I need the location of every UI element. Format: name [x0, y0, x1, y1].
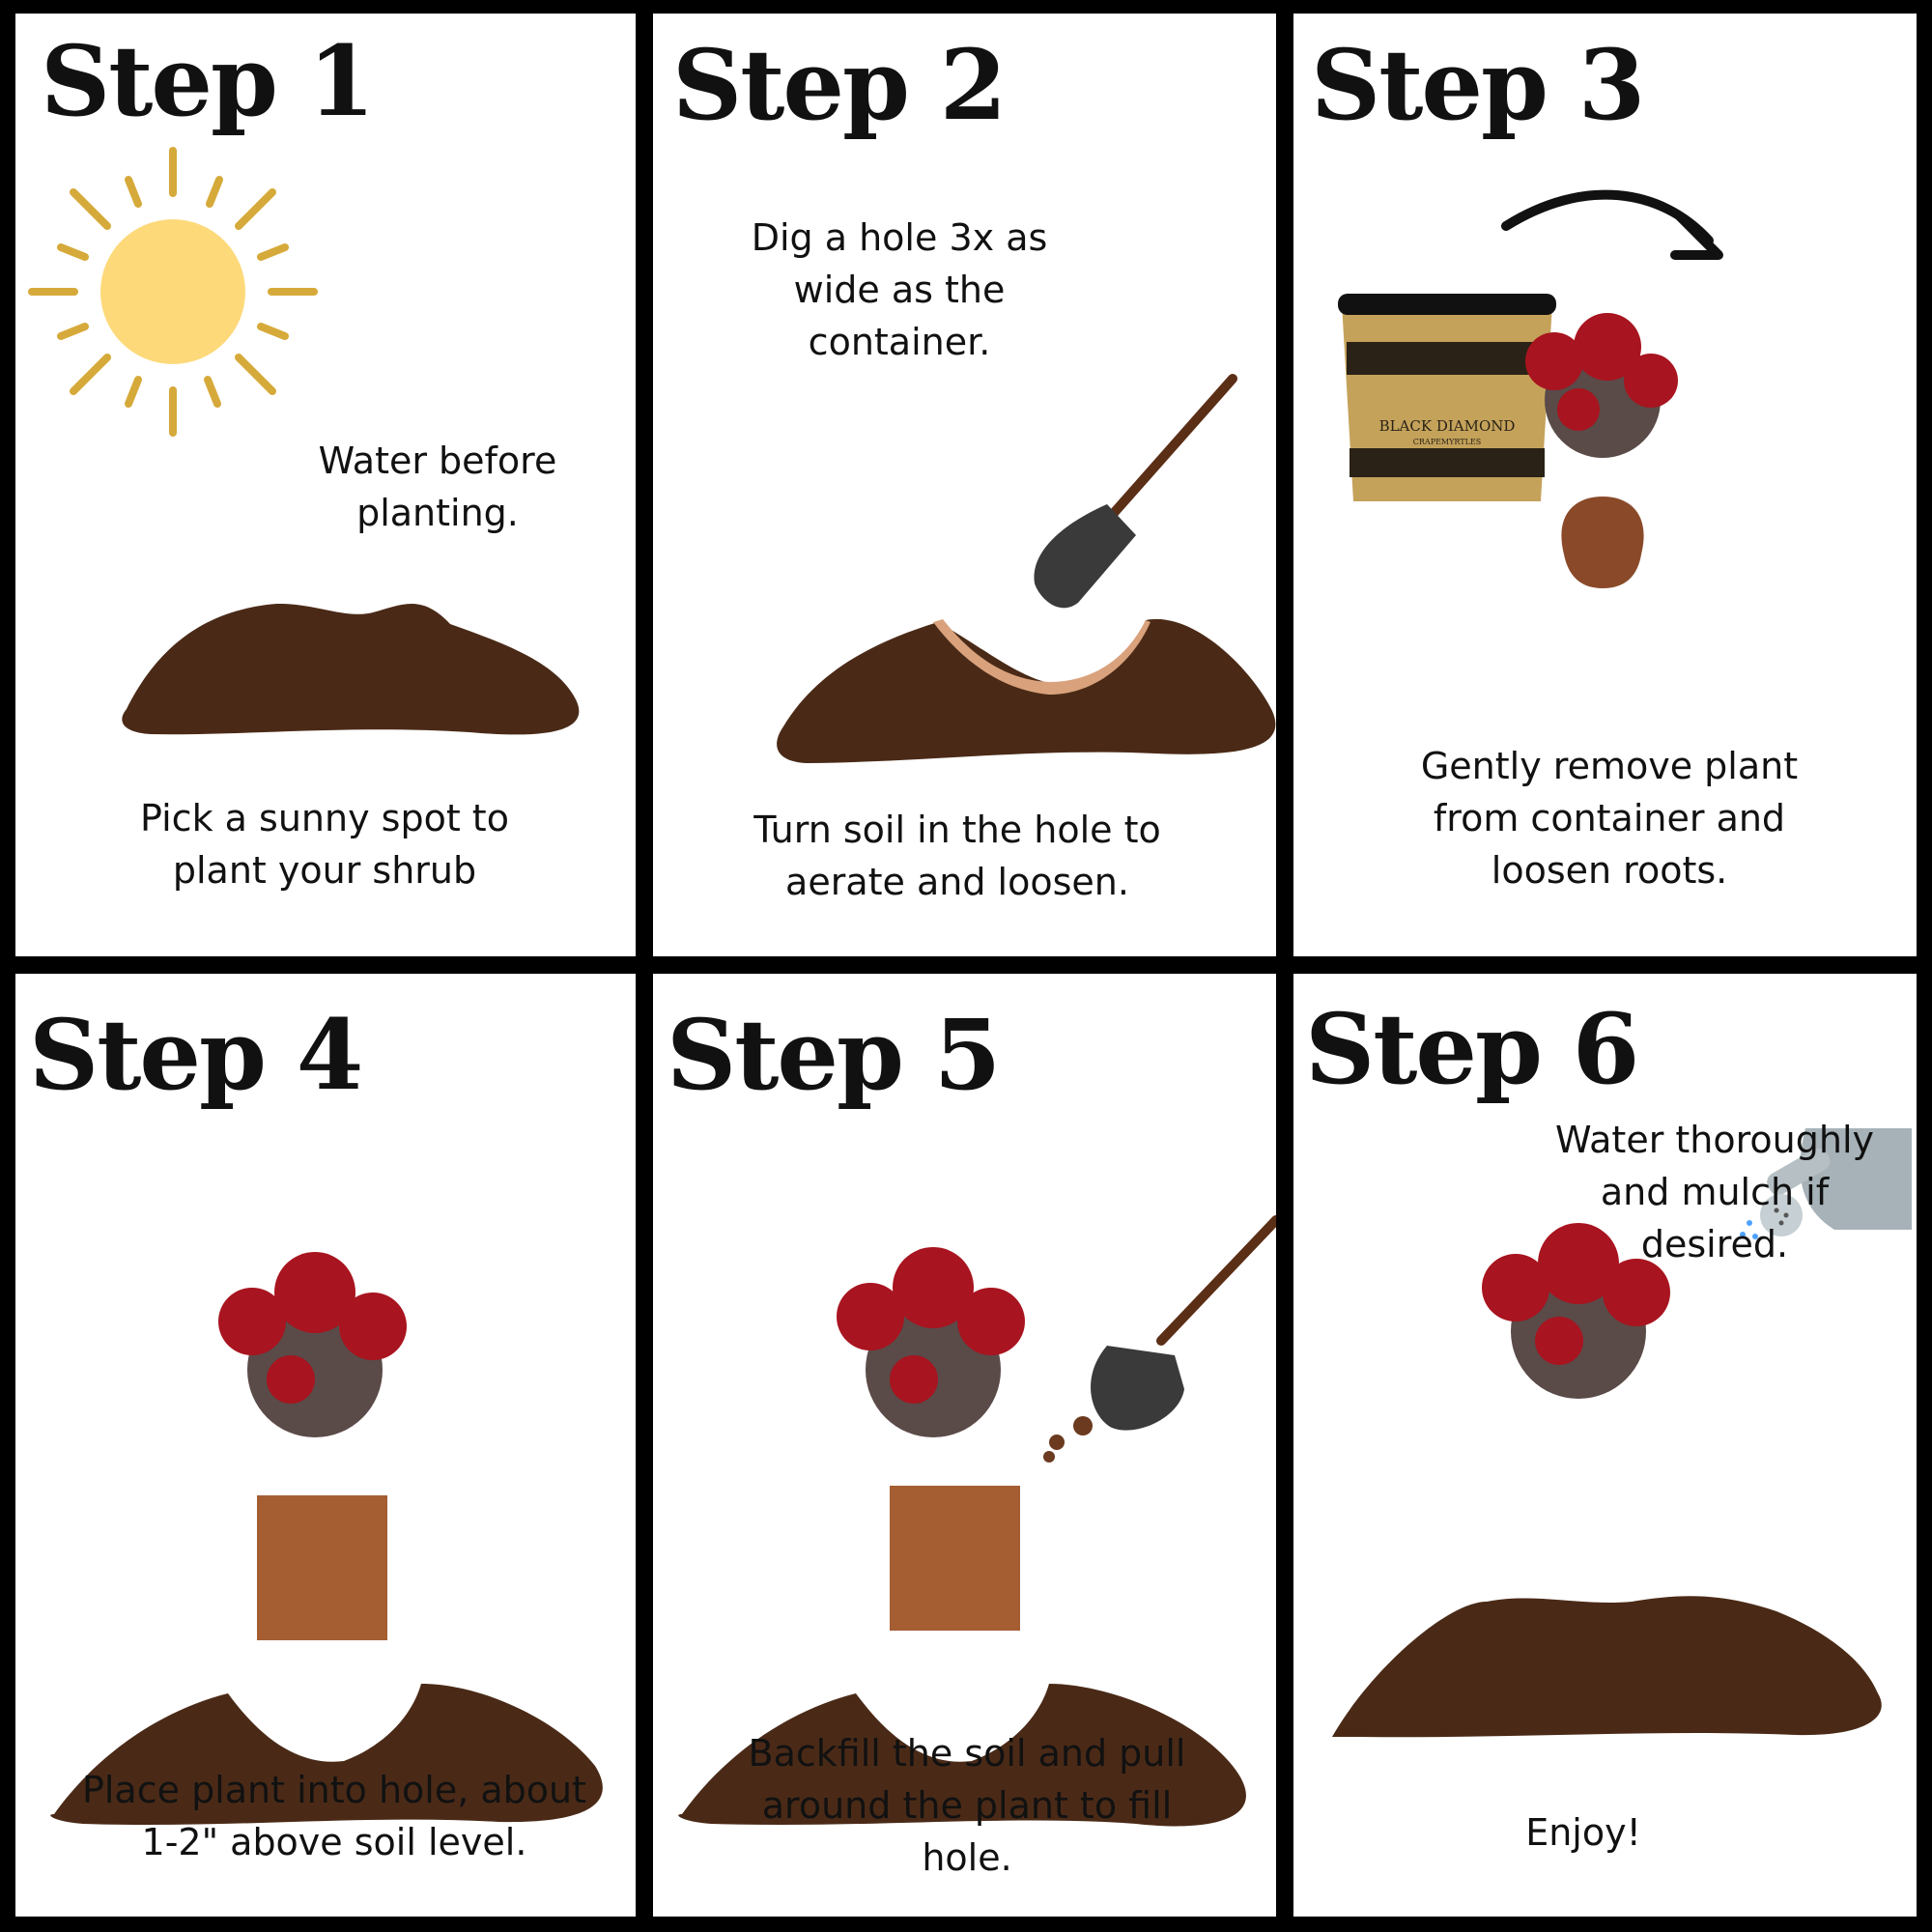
step-2-illustration: [777, 374, 1276, 763]
watering-can-icon: [1740, 1128, 1912, 1239]
soil-mound-icon: [122, 603, 580, 735]
step-4-illustration: [50, 1252, 603, 1826]
shrub-icon: [1525, 313, 1678, 588]
step-4-title: Step 4: [29, 998, 363, 1112]
shovel-icon: [1091, 1215, 1276, 1431]
shovel-icon: [1034, 374, 1237, 609]
step-3-panel: Step 3 BLACK DIAMOND CRAPEMYRTLES Gently…: [1293, 14, 1917, 956]
step-5-title: Step 5: [667, 998, 1001, 1112]
soil-mound-icon: [1328, 1596, 1882, 1738]
step-2-note: Dig a hole 3x as wide as the container.: [751, 216, 1048, 363]
step-3-caption: Gently remove plant from container and l…: [1420, 745, 1799, 892]
step-1-illustration: [28, 147, 580, 735]
step-2-title: Step 2: [672, 28, 1007, 142]
step-2-caption: Turn soil in the hole to aerate and loos…: [753, 809, 1161, 903]
root-ball-icon: [890, 1486, 1020, 1631]
step-2-panel: Step 2 Dig a hole 3x as wide as the cont…: [653, 14, 1276, 956]
step-1-caption: Pick a sunny spot to plant your shrub: [140, 797, 509, 892]
soil-mound-icon: [678, 1684, 1246, 1827]
soil-mound-icon: [777, 618, 1276, 763]
step-6-panel: Step 6 Water thoroughly and mulch if des…: [1293, 974, 1917, 1917]
hole-icon: [933, 619, 1151, 695]
step-5-panel: Step 5 Backfill the soil and pull around…: [653, 974, 1276, 1917]
step-4-caption: Place plant into hole, about 1-2" above …: [81, 1769, 587, 1863]
shrub-icon: [218, 1252, 407, 1437]
step-6-title: Step 6: [1305, 992, 1639, 1106]
step-3-title: Step 3: [1311, 28, 1645, 142]
step-6-caption: Enjoy!: [1525, 1811, 1641, 1854]
step-1-note: Water before planting.: [318, 440, 557, 534]
step-3-illustration: BLACK DIAMOND CRAPEMYRTLES: [1338, 189, 1723, 588]
shrub-icon: [1482, 1223, 1670, 1399]
shrub-icon: [837, 1247, 1025, 1437]
sun-icon: [28, 147, 318, 437]
step-1-panel: Step 1 Water: [15, 14, 636, 956]
soil-mound-icon: [50, 1684, 603, 1826]
container-pot-icon: BLACK DIAMOND CRAPEMYRTLES: [1338, 294, 1556, 501]
step-6-note: Water thoroughly and mulch if desired.: [1554, 1119, 1874, 1265]
root-ball-icon: [257, 1495, 387, 1640]
step-4-panel: Step 4 Place plant into hole, about 1-2"…: [15, 974, 636, 1917]
step-6-illustration: [1328, 1128, 1912, 1738]
container-brand-name: BLACK DIAMOND: [1379, 417, 1516, 435]
container-brand-sub: CRAPEMYRTLES: [1413, 438, 1481, 446]
step-1-title: Step 1: [41, 24, 375, 138]
step-5-caption: Backfill the soil and pull around the pl…: [748, 1732, 1186, 1879]
soil-clods-icon: [1043, 1416, 1093, 1463]
step-5-illustration: [678, 1215, 1276, 1827]
